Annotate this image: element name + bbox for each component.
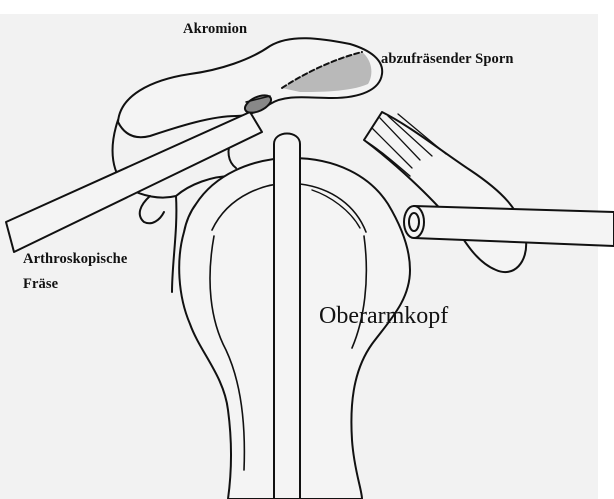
label-burr-line2: Fräse [23, 277, 58, 292]
label-humeral-head: Oberarmkopf [319, 304, 448, 329]
label-burr-line1: Arthroskopische [23, 252, 127, 267]
label-acromion: Akromion [183, 22, 247, 37]
arthroscope-vertical [274, 134, 300, 499]
label-spur: abzufräsender Sporn [381, 52, 514, 67]
